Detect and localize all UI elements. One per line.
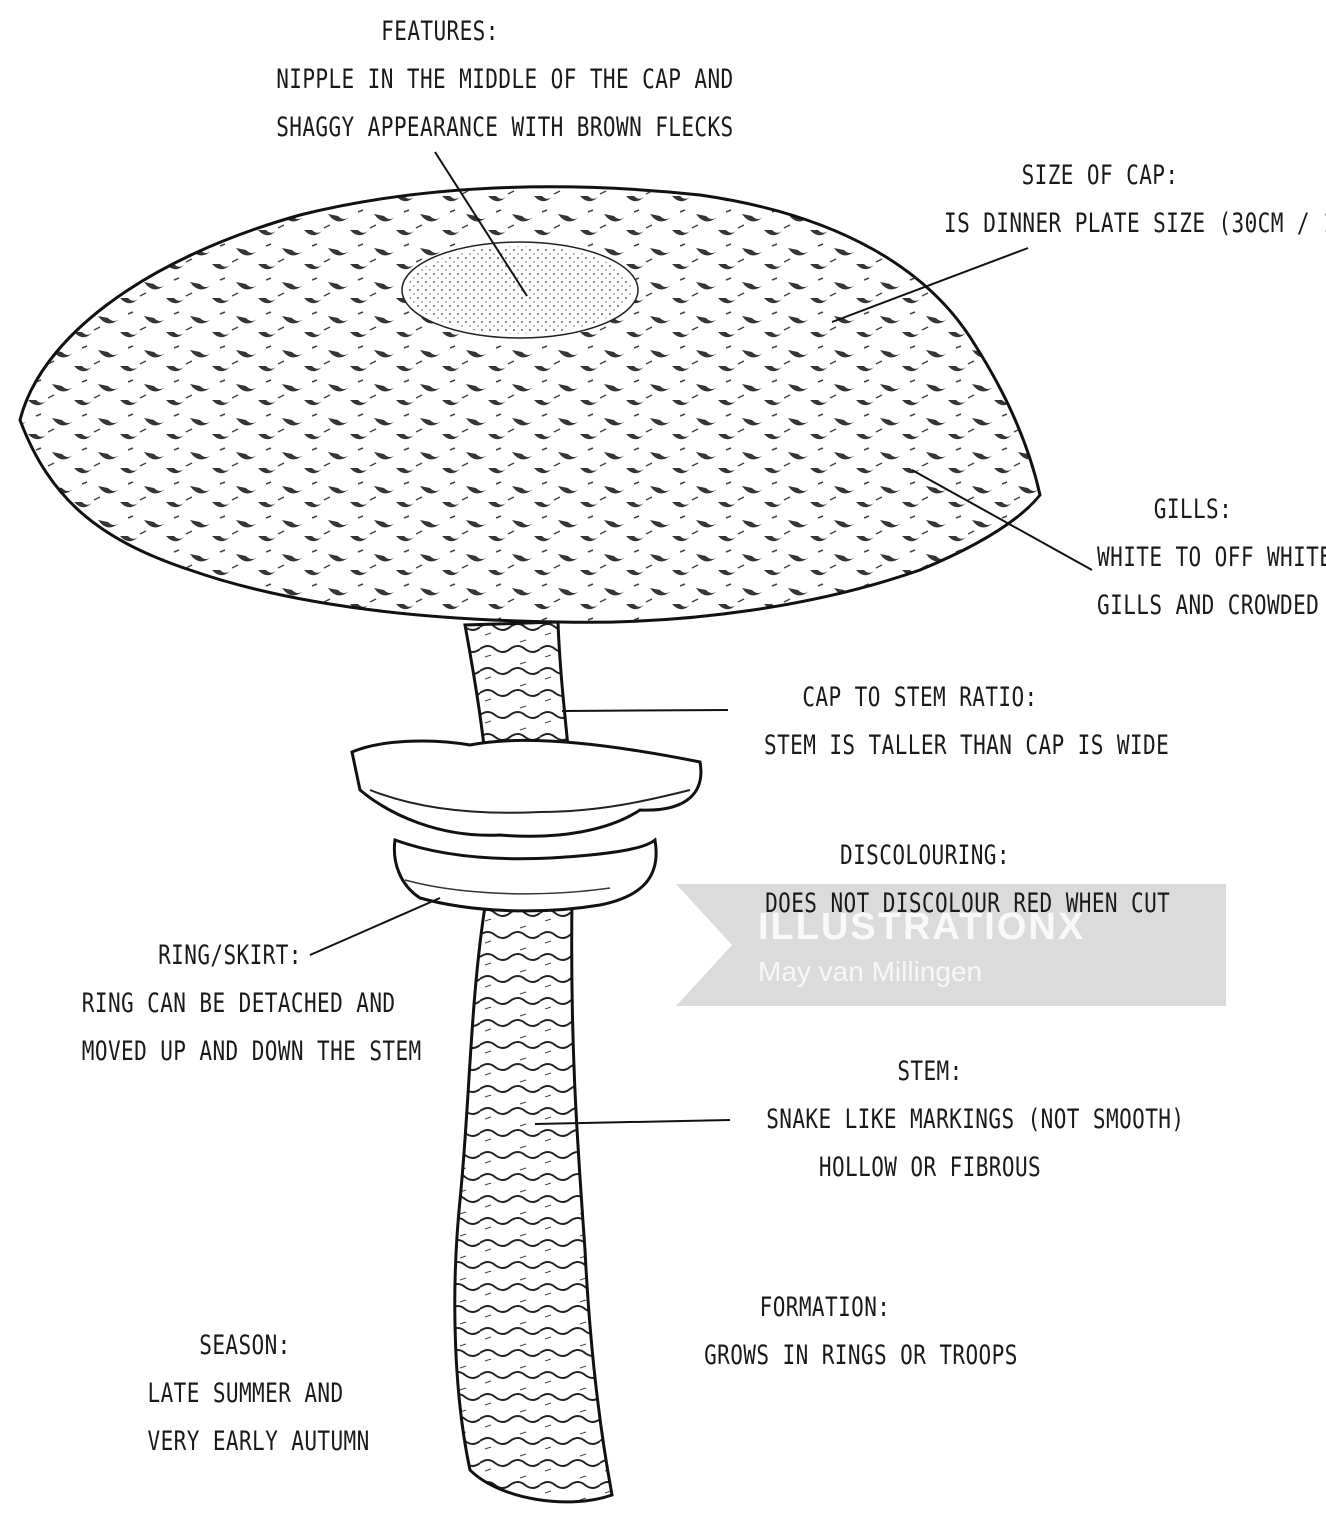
size-of-cap-line-1: IS DINNER PLATE SIZE (30CM / 1FT) (944, 200, 1256, 248)
label-stem: STEM: SNAKE LIKE MARKINGS (NOT SMOOTH) H… (766, 1048, 1094, 1192)
label-season: SEASON: LATE SUMMER AND VERY EARLY AUTUM… (148, 1322, 343, 1466)
ratio-leader (562, 710, 728, 711)
formation-title: FORMATION: (704, 1284, 946, 1332)
features-title: FEATURES: (276, 8, 604, 56)
discolouring-title: DISCOLOURING: (765, 832, 1085, 880)
ring-skirt-line-2: MOVED UP AND DOWN THE STEM (82, 1028, 378, 1076)
watermark-artist: May van Millingen (758, 956, 982, 988)
label-gills: GILLS: WHITE TO OFF WHITE GILLS AND CROW… (1097, 486, 1289, 630)
features-line-2: SHAGGY APPEARANCE WITH BROWN FLECKS (276, 104, 604, 152)
size-of-cap-title: SIZE OF CAP: (944, 152, 1256, 200)
ratio-title: CAP TO STEM RATIO: (764, 674, 1076, 722)
features-line-1: NIPPLE IN THE MIDDLE OF THE CAP AND (276, 56, 604, 104)
label-size-of-cap: SIZE OF CAP: IS DINNER PLATE SIZE (30CM … (944, 152, 1256, 248)
watermark-brand-text: ILLUSTRATION (758, 906, 1058, 948)
gills-line-1: WHITE TO OFF WHITE (1097, 534, 1289, 582)
stem-title: STEM: (766, 1048, 1094, 1096)
ring-skirt-line-1: RING CAN BE DETACHED AND (82, 980, 378, 1028)
label-formation: FORMATION: GROWS IN RINGS OR TROOPS (704, 1284, 946, 1380)
ring-skirt-title: RING/SKIRT: (82, 932, 378, 980)
season-title: SEASON: (148, 1322, 343, 1370)
gills-title: GILLS: (1097, 486, 1289, 534)
ratio-line-1: STEM IS TALLER THAN CAP IS WIDE (764, 722, 1076, 770)
watermark-x-mark: X (1058, 906, 1085, 948)
stem-shape (455, 900, 612, 1502)
label-features: FEATURES: NIPPLE IN THE MIDDLE OF THE CA… (276, 8, 604, 152)
formation-line-1: GROWS IN RINGS OR TROOPS (704, 1332, 946, 1380)
stem-line-2: HOLLOW OR FIBROUS (766, 1144, 1094, 1192)
season-line-1: LATE SUMMER AND (148, 1370, 343, 1418)
gills-line-2: GILLS AND CROWDED (1097, 582, 1289, 630)
ring-skirt-shape (352, 740, 701, 836)
stem-line-1: SNAKE LIKE MARKINGS (NOT SMOOTH) (766, 1096, 1094, 1144)
label-cap-to-stem-ratio: CAP TO STEM RATIO: STEM IS TALLER THAN C… (764, 674, 1076, 770)
label-ring-skirt: RING/SKIRT: RING CAN BE DETACHED AND MOV… (82, 932, 378, 1076)
watermark-brand: ILLUSTRATIONX (758, 906, 1085, 949)
season-line-2: VERY EARLY AUTUMN (148, 1418, 343, 1466)
